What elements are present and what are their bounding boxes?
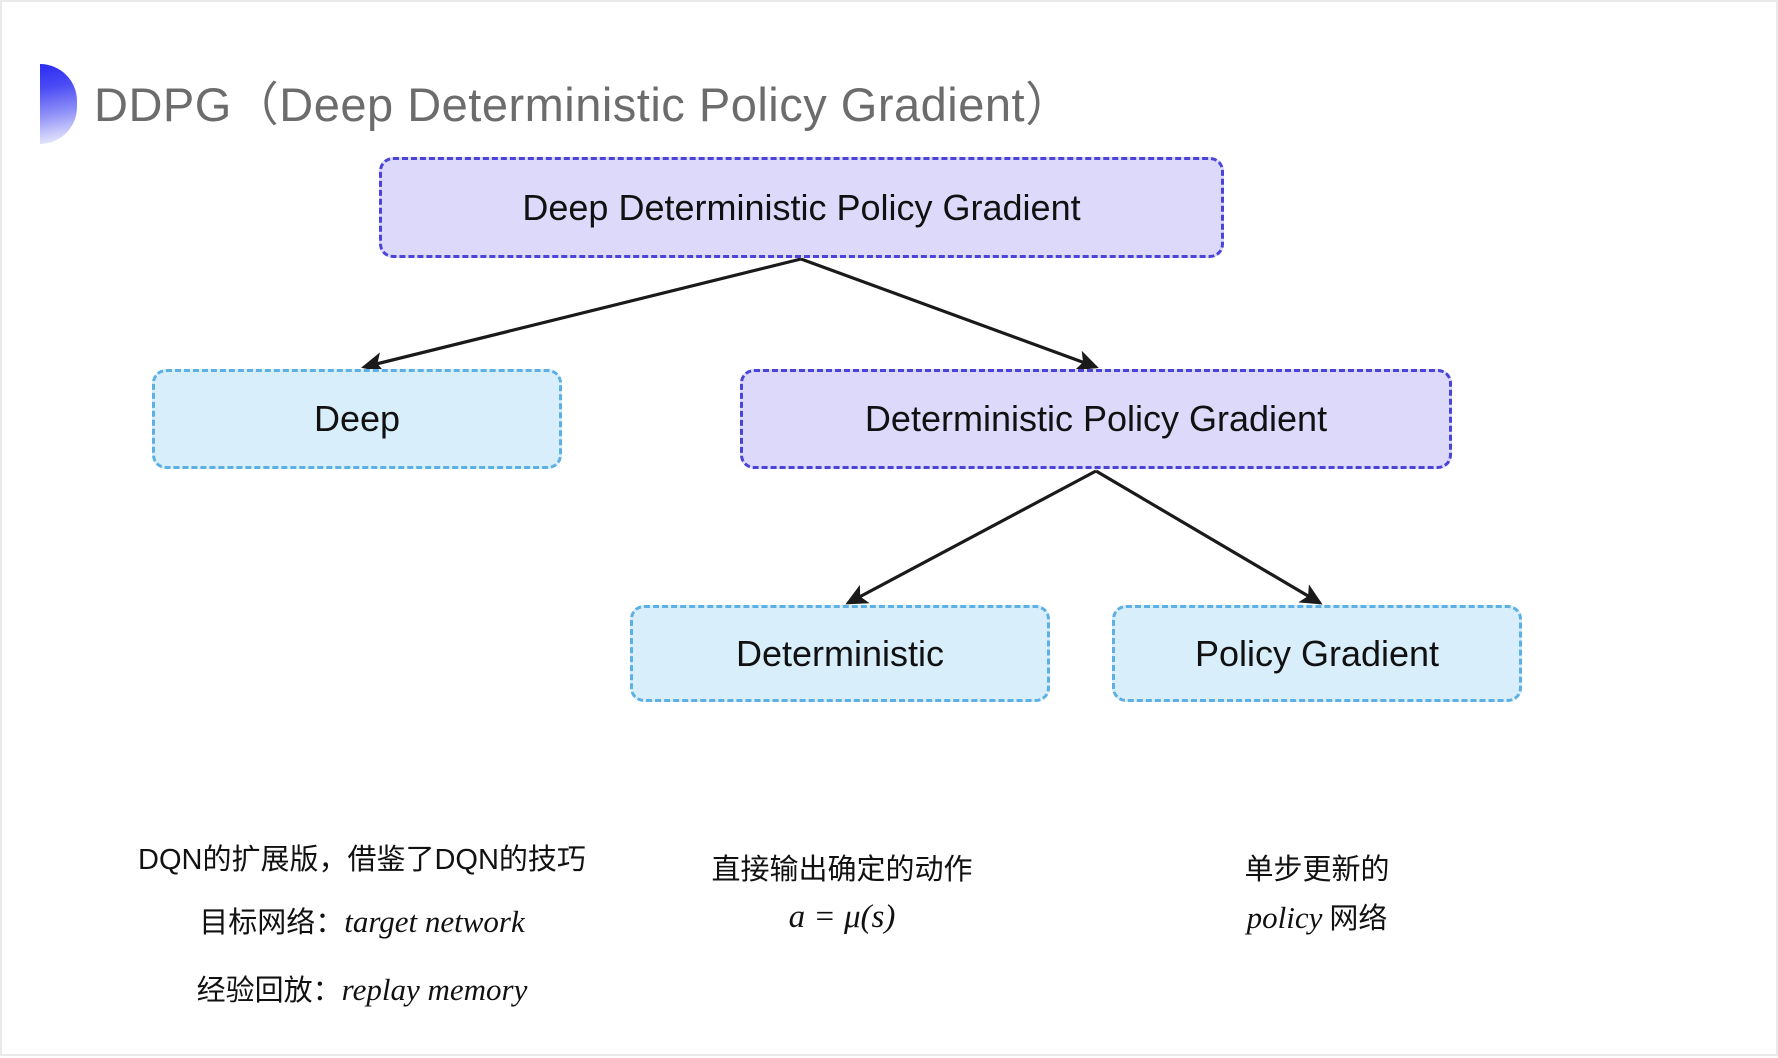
edge-root-to-dpg (800, 257, 1099, 371)
caption-deep-line3-term: replay memory (341, 972, 528, 1007)
node-deep[interactable]: Deep (152, 369, 562, 469)
caption-deep-line2-term: target network (344, 904, 525, 939)
caption-deep-line3-label: 经验回放： (196, 975, 342, 1007)
node-label: Deterministic (735, 632, 945, 674)
caption-deterministic: 直接输出确定的动作 a = μ(s) (647, 847, 1037, 941)
node-label: Deterministic Policy Gradient (864, 398, 1328, 439)
node-deep-deterministic-policy-gradient[interactable]: Deep Deterministic Policy Gradient (379, 157, 1224, 258)
node-deterministic-policy-gradient[interactable]: Deterministic Policy Gradient (740, 369, 1452, 469)
caption-policy-gradient-term: policy (1246, 900, 1323, 935)
edge-root-to-deep (361, 257, 802, 373)
caption-deep-line1: DQN的扩展版，借鉴了DQN的技巧 (138, 844, 586, 876)
caption-deep-line2-label: 目标网络： (199, 907, 345, 939)
caption-policy-gradient-line1: 单步更新的 (1244, 854, 1390, 886)
caption-deep-line2: 目标网络：target network (72, 891, 652, 959)
node-label: Deep (313, 398, 401, 439)
node-policy-gradient[interactable]: Policy Gradient (1112, 605, 1522, 702)
page-title: DDPG（Deep Deterministic Policy Gradient） (94, 78, 1073, 131)
caption-deterministic-formula: a = μ(s) (788, 899, 896, 935)
edge-dpg-to-policy-gradient (1095, 469, 1323, 605)
caption-policy-gradient-suffix: 网络 (1329, 903, 1388, 935)
node-label: Policy Gradient (1194, 632, 1440, 674)
node-deterministic[interactable]: Deterministic (630, 605, 1050, 702)
edge-dpg-to-deterministic (845, 469, 1097, 605)
caption-deterministic-line1: 直接输出确定的动作 (711, 854, 973, 886)
title-bullet-icon (40, 64, 77, 144)
node-label: Deep Deterministic Policy Gradient (522, 186, 1081, 228)
caption-deep-line3: 经验回放：replay memory (72, 959, 652, 1027)
caption-deep: DQN的扩展版，借鉴了DQN的技巧 目标网络：target network 经验… (72, 829, 652, 1027)
